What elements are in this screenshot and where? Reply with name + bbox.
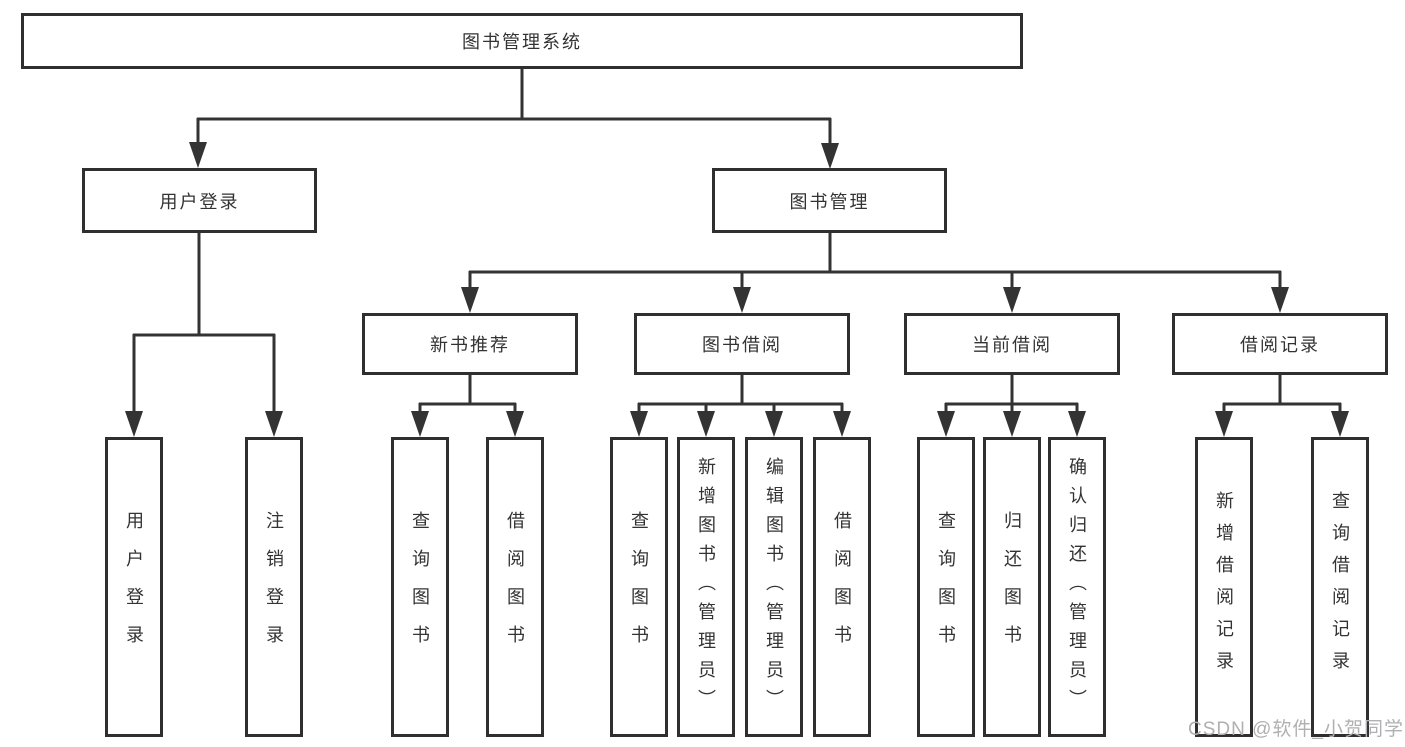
node-book-borrow-label: 图书借阅	[702, 335, 782, 355]
csdn-watermark: CSDN @软件_小贺同学	[1188, 719, 1404, 740]
leaf-borrow-books-recommend: 借阅图书	[486, 437, 544, 737]
node-library-system-label: 图书管理系统	[462, 32, 582, 52]
leaf-borrow-books: 借阅图书	[813, 437, 871, 737]
leaf-query-books-borrow: 查询图书	[610, 437, 668, 737]
leaf-add-borrow-record: 新增借阅记录	[1195, 437, 1253, 737]
leaf-query-books-recommend: 查询图书	[391, 437, 449, 737]
leaf-confirm-return-admin-label: 确认归还（管理员）	[1067, 456, 1087, 718]
leaf-query-books-borrow-label: 查询图书	[629, 511, 649, 663]
leaf-confirm-return-admin: 确认归还（管理员）	[1048, 437, 1106, 737]
node-library-system: 图书管理系统	[21, 13, 1023, 69]
leaf-add-borrow-record-label: 新增借阅记录	[1214, 491, 1234, 683]
leaf-return-book: 归还图书	[983, 437, 1041, 737]
leaf-user-login: 用户登录	[105, 437, 163, 737]
node-book-management: 图书管理	[712, 168, 947, 233]
leaf-add-book-admin: 新增图书（管理员）	[677, 437, 735, 737]
leaf-add-book-admin-label: 新增图书（管理员）	[696, 456, 716, 718]
node-new-book-recommend-label: 新书推荐	[430, 335, 510, 355]
node-user-login: 用户登录	[82, 168, 317, 233]
node-book-borrow: 图书借阅	[634, 313, 850, 375]
leaf-query-borrow-record-label: 查询借阅记录	[1330, 491, 1350, 683]
node-user-login-label: 用户登录	[159, 191, 240, 212]
node-borrow-records-label: 借阅记录	[1240, 335, 1320, 355]
leaf-edit-book-admin: 编辑图书（管理员）	[745, 437, 803, 737]
node-new-book-recommend: 新书推荐	[362, 313, 578, 375]
node-current-borrow: 当前借阅	[904, 313, 1120, 375]
leaf-borrow-books-label: 借阅图书	[832, 511, 852, 663]
leaf-return-book-label: 归还图书	[1002, 511, 1022, 663]
leaf-query-books-current-label: 查询图书	[936, 511, 956, 663]
leaf-query-borrow-record: 查询借阅记录	[1311, 437, 1369, 737]
leaf-logout-label: 注销登录	[264, 511, 284, 663]
node-borrow-records: 借阅记录	[1172, 313, 1388, 375]
leaf-edit-book-admin-label: 编辑图书（管理员）	[764, 456, 784, 718]
leaf-query-books-current: 查询图书	[917, 437, 975, 737]
leaf-user-login-label: 用户登录	[124, 511, 144, 663]
leaf-query-books-recommend-label: 查询图书	[410, 511, 430, 663]
leaf-borrow-books-recommend-label: 借阅图书	[505, 511, 525, 663]
leaf-logout: 注销登录	[245, 437, 303, 737]
node-current-borrow-label: 当前借阅	[972, 335, 1052, 355]
node-book-management-label: 图书管理	[789, 191, 870, 212]
